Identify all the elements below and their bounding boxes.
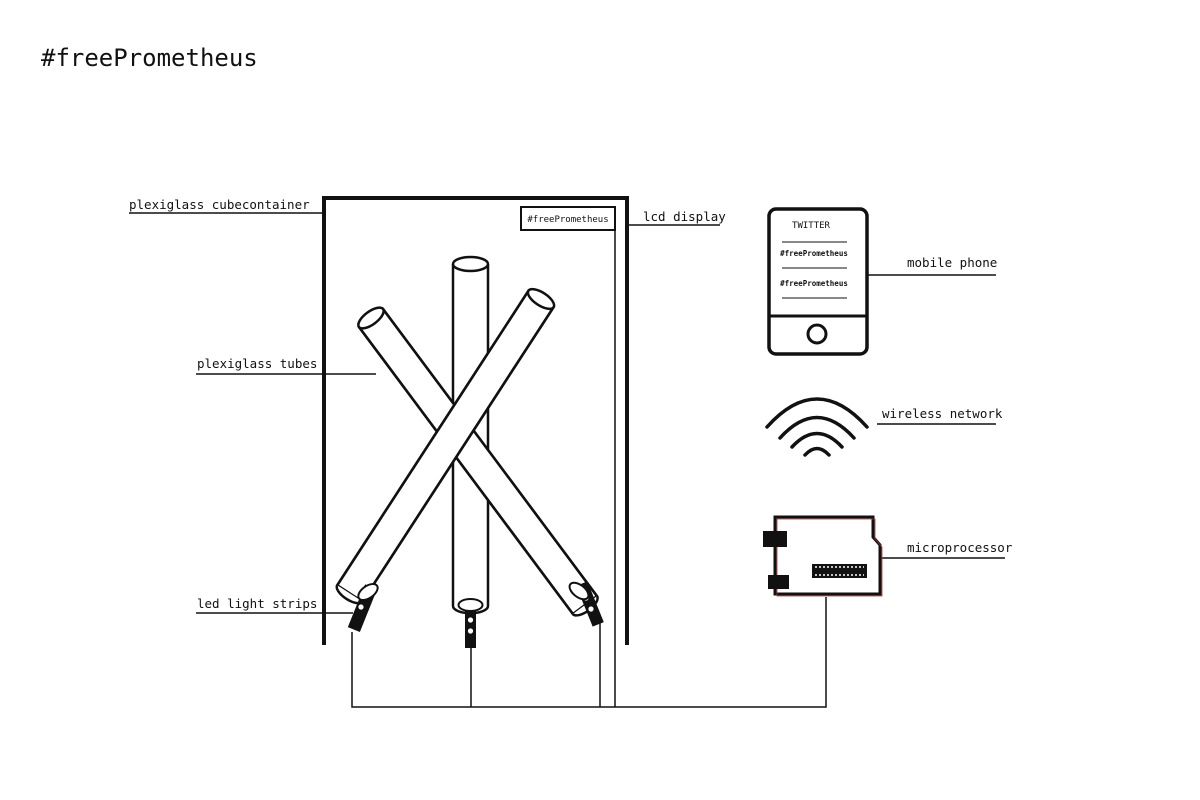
page-title: #freePrometheus [41, 44, 258, 72]
led-strip-right [568, 581, 604, 627]
lcd-display-text: #freePrometheus [527, 215, 608, 225]
chip [812, 564, 867, 578]
home-button-icon [806, 323, 828, 345]
label-led-strips: led light strips [197, 596, 317, 611]
led-light-strips [347, 581, 604, 648]
label-mobile-phone: mobile phone [907, 255, 997, 270]
led-strip-middle [457, 598, 484, 648]
cube-container [322, 196, 629, 645]
label-lcd-display: lcd display [643, 209, 726, 224]
lcd-display: #freePrometheus [520, 206, 616, 231]
label-cube-container: plexiglass cubecontainer [129, 197, 310, 212]
label-wireless-network: wireless network [882, 406, 1003, 421]
led-strip-left [347, 583, 379, 632]
phone-message: #freePrometheus [780, 249, 848, 258]
tube-diagonal-right [335, 287, 556, 605]
wireless-network-icon [765, 397, 869, 457]
usb-port [763, 531, 787, 547]
mobile-phone: TWITTER #freePrometheus #freePrometheus [767, 207, 869, 356]
phone-header: TWITTER [792, 221, 831, 231]
plexiglass-tubes [335, 255, 599, 617]
wiring [351, 230, 827, 708]
label-tubes: plexiglass tubes [197, 356, 317, 371]
power-jack [768, 575, 789, 589]
phone-message: #freePrometheus [780, 279, 848, 288]
leader-lines [129, 212, 1005, 614]
microprocessor-board [763, 515, 883, 597]
label-microprocessor: microprocessor [907, 540, 1013, 555]
